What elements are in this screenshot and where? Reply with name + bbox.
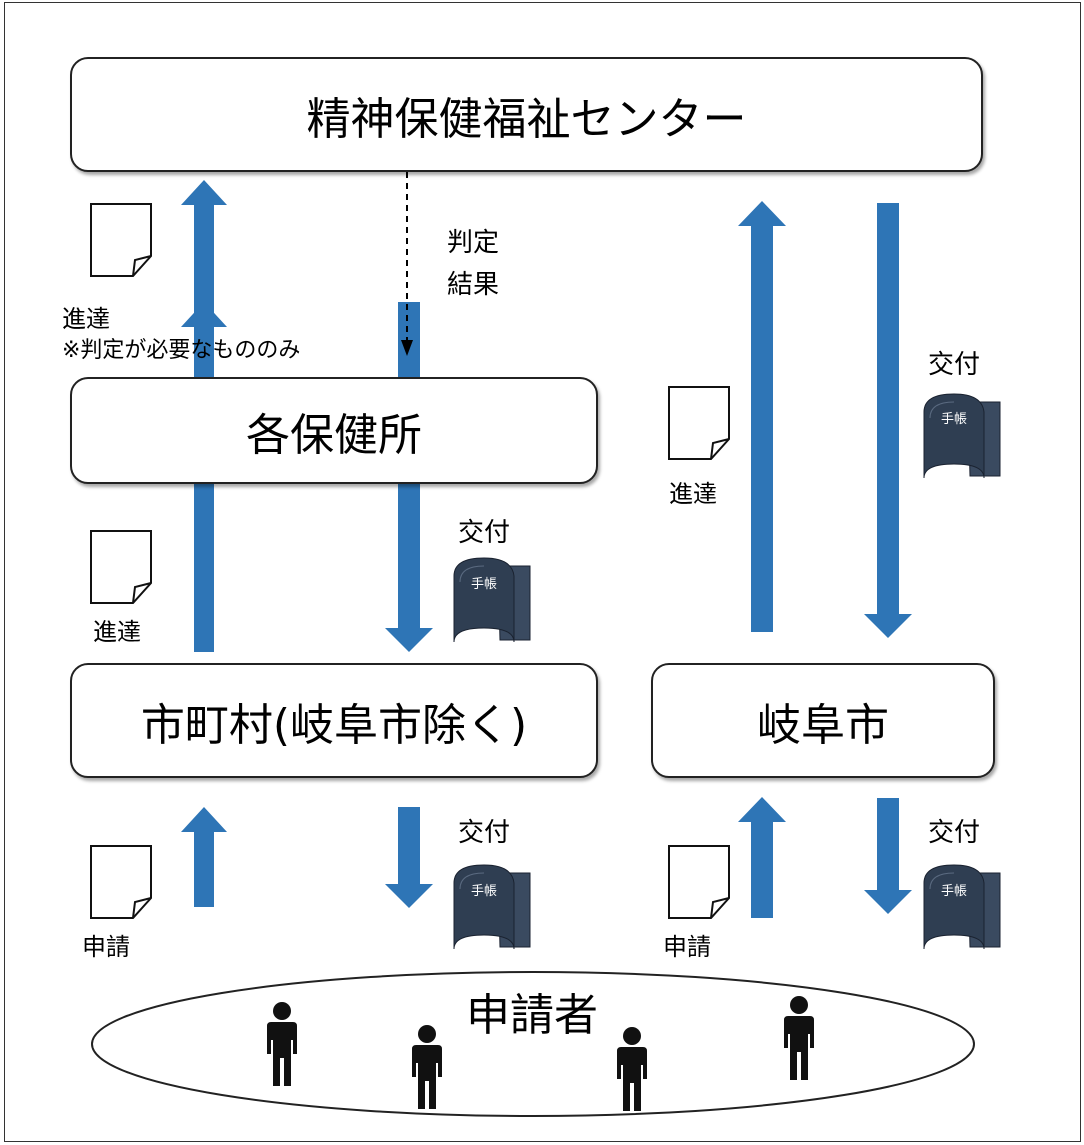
booklet-icon	[453, 557, 531, 643]
node-municipalities-label: 市町村(岐阜市除く)	[140, 699, 528, 751]
booklet-icon	[453, 864, 531, 950]
label-judgment-1: 判定	[447, 228, 500, 258]
booklet-label: 手帳	[471, 884, 498, 899]
label-issue-gifu-applicant: 交付	[928, 818, 981, 848]
label-forward-top: 進達	[62, 305, 110, 333]
node-health-offices: 各保健所	[70, 377, 598, 484]
label-issue-office-muni: 交付	[458, 518, 511, 548]
applicants-ellipse	[91, 971, 975, 1117]
node-center: 精神保健福祉センター	[70, 57, 983, 172]
node-health-offices-label: 各保健所	[246, 409, 422, 461]
label-forward-muni-office: 進達	[93, 618, 141, 646]
document-icon	[90, 530, 152, 604]
diagram-frame	[4, 2, 1081, 1142]
arrow-down-gifu-to-applicant	[864, 798, 912, 914]
booklet-label: 手帳	[941, 412, 968, 427]
arrow-down-muni-to-applicant	[385, 807, 433, 908]
arrow-up-office-to-center	[181, 180, 227, 332]
label-forward-note: ※判定が必要なもののみ	[62, 338, 301, 363]
booklet-label: 手帳	[941, 884, 968, 899]
label-forward-gifu-center: 進達	[669, 480, 717, 508]
label-judgment-2: 結果	[447, 270, 500, 300]
arrow-up-gifu-to-center	[738, 201, 786, 632]
booklet-label: 手帳	[471, 577, 498, 592]
booklet-icon	[923, 864, 1001, 950]
label-issue-muni-applicant: 交付	[458, 818, 511, 848]
booklet-icon	[923, 393, 1001, 479]
label-apply-gifu: 申請	[663, 933, 711, 961]
arrow-up-applicant-to-gifu	[738, 797, 786, 918]
arrow-up-applicant-to-muni	[181, 807, 227, 907]
node-gifu-city-label: 岐阜市	[757, 699, 889, 751]
arrow-down-center-to-gifu	[864, 203, 912, 638]
document-icon	[668, 386, 730, 460]
document-icon	[668, 845, 730, 919]
label-apply-muni: 申請	[82, 933, 130, 961]
label-issue-center-gifu: 交付	[928, 350, 981, 380]
applicants-label: 申請者	[466, 990, 598, 1041]
node-center-label: 精神保健福祉センター	[306, 93, 747, 145]
node-gifu-city: 岐阜市	[651, 663, 995, 778]
document-icon	[90, 203, 152, 277]
node-municipalities: 市町村(岐阜市除く)	[70, 663, 598, 778]
judgment-arrowhead	[401, 340, 413, 356]
document-icon	[90, 845, 152, 919]
